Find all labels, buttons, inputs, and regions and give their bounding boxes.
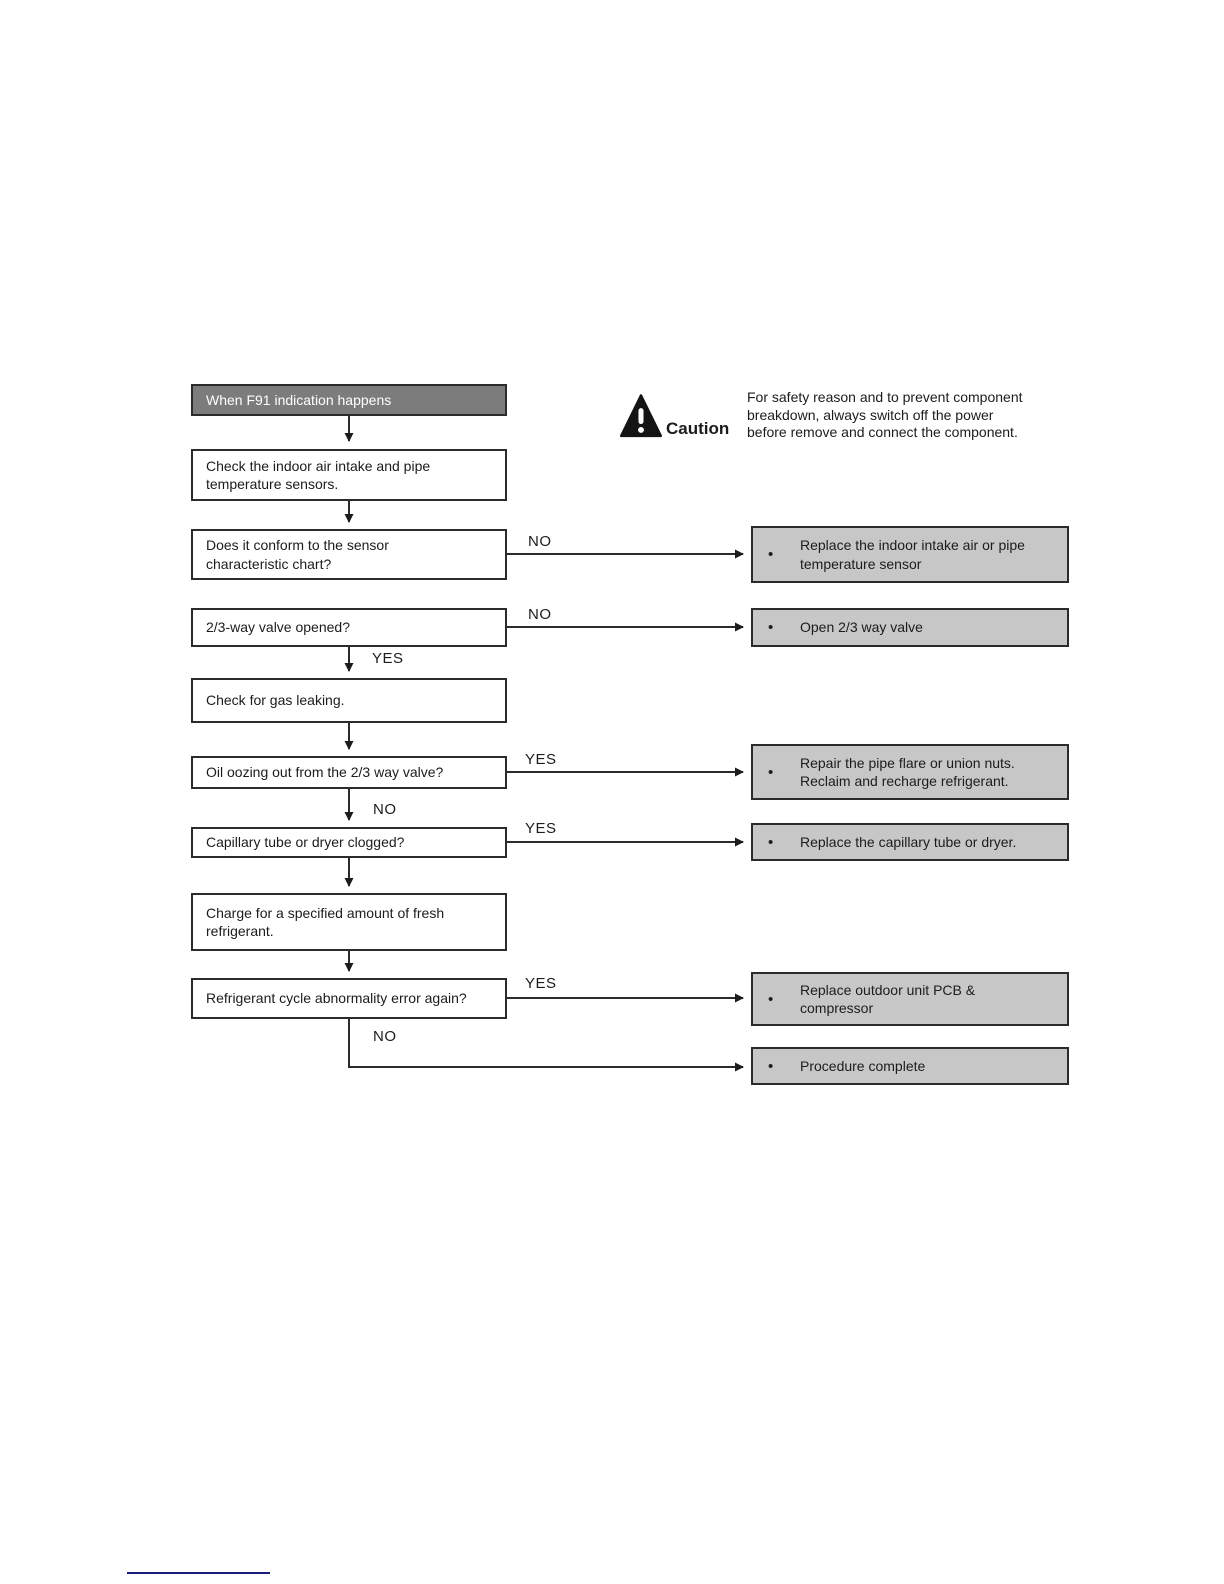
- footer-link-line[interactable]: [127, 1572, 270, 1574]
- step-check-sensors: Check the indoor air intake and pipe tem…: [191, 449, 507, 501]
- step-valve-opened: 2/3-way valve opened?: [191, 608, 507, 647]
- branch-label-no: NO: [528, 606, 552, 623]
- caution-badge: Caution: [620, 393, 729, 440]
- branch-label-no: NO: [373, 801, 397, 818]
- bullet-icon: •: [768, 546, 774, 563]
- caution-label: Caution: [666, 419, 730, 438]
- arrow-error-no-complete: [348, 1019, 744, 1072]
- step-conform-chart: Does it conform to the sensor characteri…: [191, 529, 507, 580]
- branch-label-no: NO: [373, 1028, 397, 1045]
- bullet-icon: •: [768, 990, 774, 1008]
- bullet-icon: •: [768, 1057, 774, 1075]
- action-repair-flare: • Repair the pipe flare or union nuts. R…: [751, 744, 1069, 800]
- caution-text: For safety reason and to prevent compone…: [747, 389, 1023, 440]
- bullet-icon: •: [768, 763, 774, 781]
- action-open-valve: • Open 2/3 way valve: [751, 608, 1069, 647]
- action-replace-capillary: • Replace the capillary tube or dryer.: [751, 823, 1069, 861]
- action-procedure-complete: • Procedure complete: [751, 1047, 1069, 1085]
- branch-label-yes: YES: [372, 650, 404, 667]
- step-charge-refrigerant: Charge for a specified amount of fresh r…: [191, 893, 507, 951]
- branch-label-yes: YES: [525, 751, 557, 768]
- branch-label-yes: YES: [525, 975, 557, 992]
- step-check-gas-leak: Check for gas leaking.: [191, 678, 507, 723]
- branch-label-yes: YES: [525, 820, 557, 837]
- flow-title-text: When F91 indication happens: [206, 391, 392, 408]
- step-error-again: Refrigerant cycle abnormality error agai…: [191, 978, 507, 1019]
- action-replace-sensor: • Replace the indoor intake air or pipe …: [751, 526, 1069, 583]
- branch-label-no: NO: [528, 533, 552, 550]
- warning-triangle-icon: [620, 394, 662, 438]
- bullet-icon: •: [768, 619, 774, 636]
- action-replace-pcb: • Replace outdoor unit PCB & compressor: [751, 972, 1069, 1026]
- step-capillary-clogged: Capillary tube or dryer clogged?: [191, 827, 507, 858]
- step-oil-oozing: Oil oozing out from the 2/3 way valve?: [191, 756, 507, 789]
- flow-title: When F91 indication happens: [191, 384, 507, 416]
- bullet-icon: •: [768, 833, 774, 851]
